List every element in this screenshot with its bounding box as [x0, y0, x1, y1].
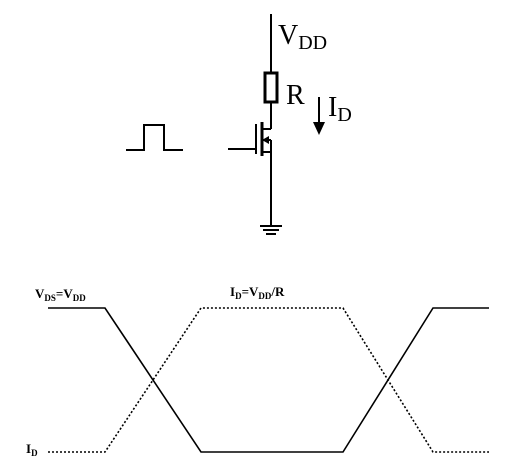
- id-eq-vdd-over-r-label: ID=VDD/R: [230, 284, 285, 301]
- current-arrow-head: [313, 122, 325, 135]
- vds-waveform: [48, 307, 489, 453]
- current-label: ID: [328, 92, 352, 126]
- mosfet-arrow: [262, 136, 269, 144]
- resistor-label: R: [286, 80, 305, 111]
- input-pulse-symbol: [126, 124, 183, 151]
- id-axis-label: ID: [26, 441, 38, 458]
- resistor: [263, 71, 279, 104]
- vds-eq-vdd-label: VDS=VDD: [35, 286, 86, 303]
- ground-symbol: [260, 225, 282, 235]
- vdd-label: VDD: [278, 20, 327, 54]
- id-waveform: [48, 307, 489, 453]
- mosfet-circuit: [228, 14, 325, 235]
